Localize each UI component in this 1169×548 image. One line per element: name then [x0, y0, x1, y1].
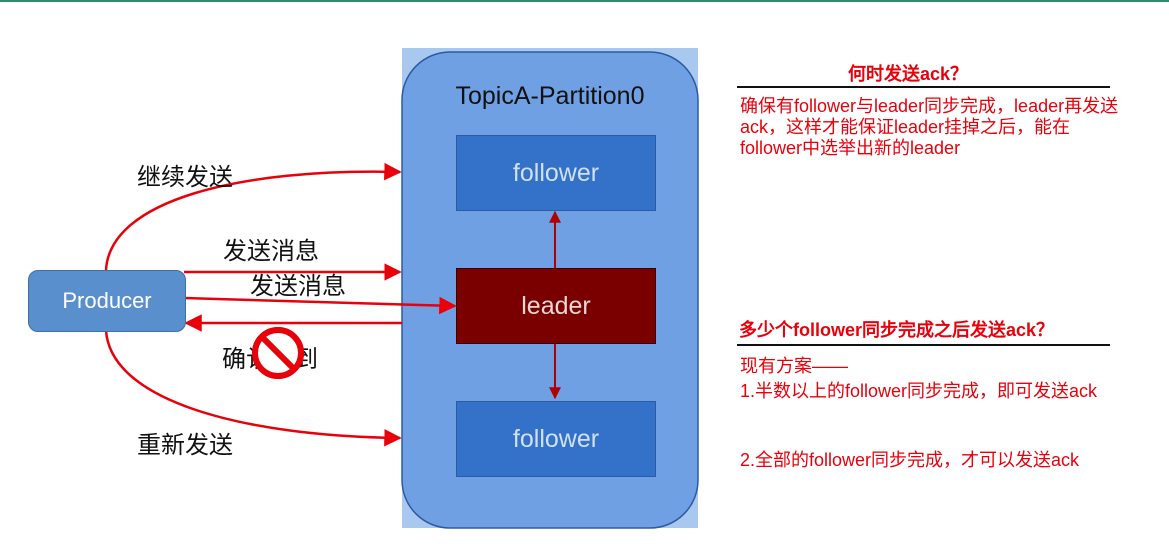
follower-label: follower: [512, 158, 600, 187]
producer-node: Producer: [28, 270, 186, 332]
question-1-rule: [737, 86, 1110, 88]
follower-node-top: follower: [456, 135, 656, 211]
continue-send-label: 继续发送: [137, 164, 233, 191]
partition-title: TopicA-Partition0: [455, 82, 645, 110]
resend-label: 重新发送: [137, 432, 233, 459]
question-2-option-1: 1.半数以上的follower同步完成，即可发送ack: [740, 381, 1098, 401]
no-entry-icon-overlay: [252, 327, 304, 379]
send-message-label-2: 发送消息: [250, 273, 346, 300]
continue-send-arrow: [104, 162, 402, 271]
leader-label: leader: [521, 291, 591, 320]
question-2-intro: 现有方案——: [740, 356, 848, 376]
question-2-option-2: 2.全部的follower同步完成，才可以发送ack: [740, 450, 1080, 470]
question-2-title: 多少个follower同步完成之后发送ack？: [739, 320, 1055, 340]
send-message-label-1: 发送消息: [223, 238, 319, 265]
send-message-arrow-2: [183, 296, 457, 315]
producer-label: Producer: [62, 288, 152, 313]
follower-label: follower: [512, 424, 600, 453]
resend-arrow: [104, 329, 402, 447]
follower-node-bottom: follower: [456, 401, 656, 477]
question-1-title: 何时发送ack？: [848, 64, 969, 84]
question-1-body: 确保有follower与leader同步完成，leader再发送ack，这样才能…: [740, 96, 1119, 158]
top-divider: [0, 0, 1169, 2]
question-2-rule: [737, 344, 1110, 346]
leader-node: leader: [456, 268, 656, 344]
